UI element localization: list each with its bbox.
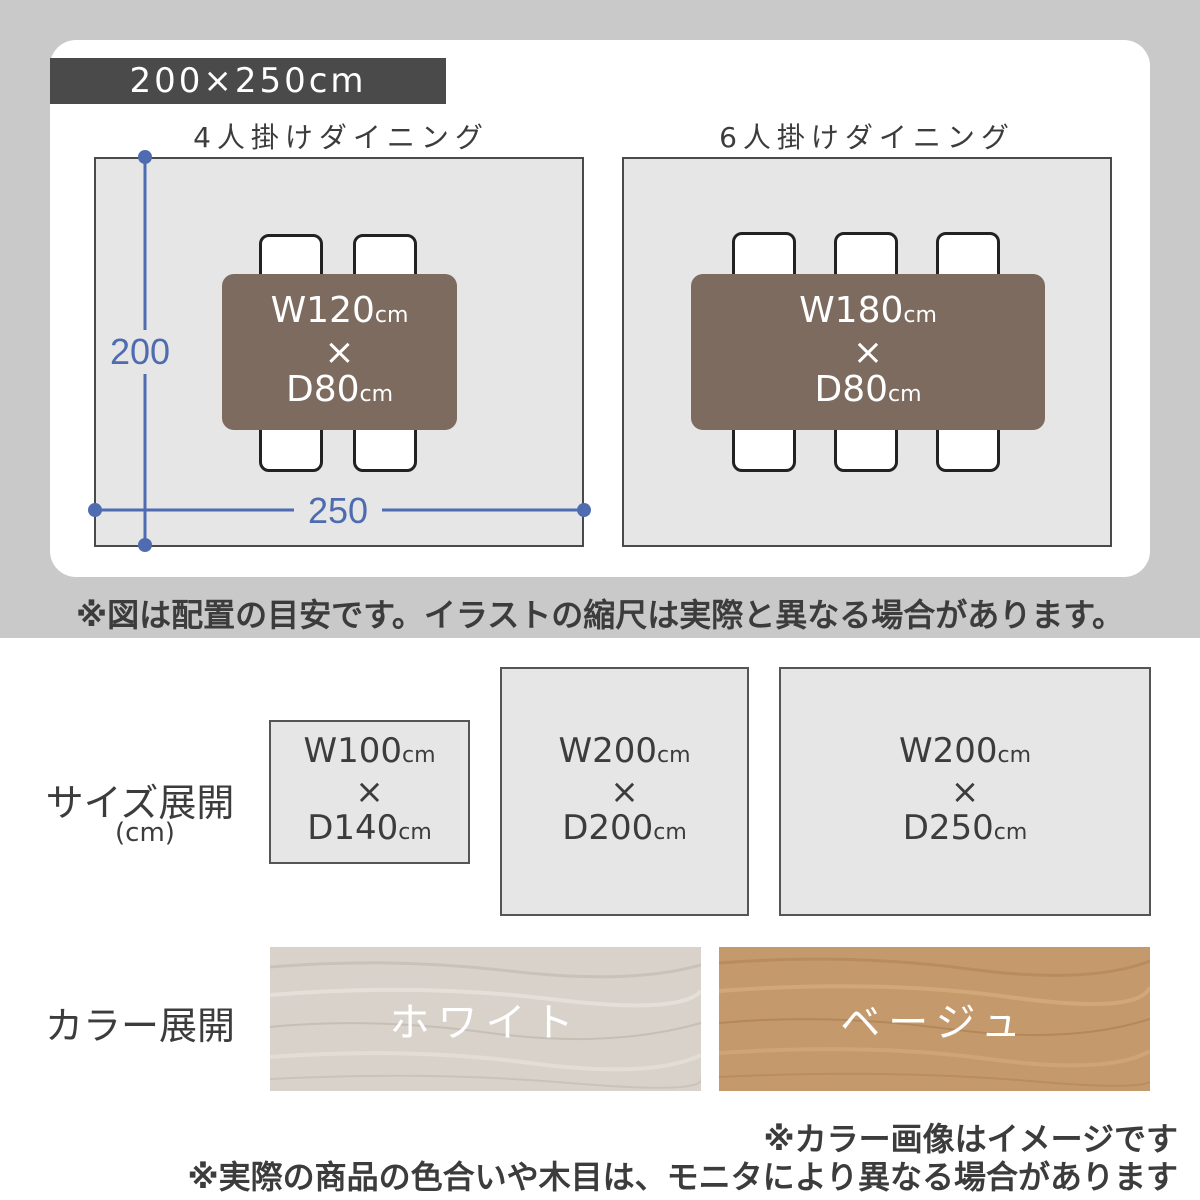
unit: cm: [653, 819, 687, 845]
times-sign: ×: [852, 331, 884, 373]
size-row-label: サイズ展開: [45, 781, 235, 825]
color-swatch-beige: ベージュ: [719, 947, 1150, 1091]
size-label: 200×250cm: [50, 58, 446, 104]
size-option-200x200: W200cm × D200cm: [500, 667, 749, 916]
monitor-color-note: ※実際の商品の色合いや木目は、モニタにより異なる場合があります: [187, 1158, 1178, 1196]
size-width: W200: [898, 730, 998, 771]
layout-title-6-seat: 6人掛けダイニング: [719, 121, 1015, 154]
size-option-200x250: W200cm × D250cm: [779, 667, 1151, 916]
size-row-unit: (cm): [115, 818, 175, 848]
unit: cm: [374, 302, 409, 328]
size-depth: D140: [307, 808, 399, 848]
times-sign: ×: [610, 771, 639, 812]
dimension-lines: [88, 150, 591, 552]
times-sign: ×: [950, 771, 980, 812]
color-name-white: ホワイト: [389, 1000, 582, 1046]
unit: cm: [359, 381, 394, 407]
times-sign: ×: [355, 772, 384, 812]
times-sign: ×: [324, 331, 355, 373]
size-width: W200: [558, 730, 657, 771]
table-width: W180: [799, 289, 904, 331]
unit: cm: [903, 302, 937, 328]
table-depth: D80: [285, 368, 360, 410]
table-depth: D80: [814, 368, 888, 410]
table-width: W120: [270, 289, 375, 331]
color-image-note: ※カラー画像はイメージです: [763, 1120, 1178, 1158]
unit: cm: [398, 820, 432, 845]
color-swatch-white: ホワイト: [270, 947, 701, 1091]
unit: cm: [888, 381, 922, 407]
width-dimension: 250: [307, 490, 369, 531]
color-name-beige: ベージュ: [840, 1000, 1029, 1046]
size-depth: D200: [562, 807, 654, 848]
height-dimension: 200: [109, 331, 171, 372]
unit: cm: [656, 742, 691, 768]
unit: cm: [997, 742, 1032, 768]
dining-table-6-seat: W180cm × D80cm: [691, 274, 1045, 430]
color-row-label: カラー展開: [44, 1004, 235, 1048]
unit: cm: [993, 819, 1028, 845]
size-depth: D250: [902, 807, 994, 848]
size-width: W100: [303, 731, 402, 771]
wood-grain-pattern: [270, 961, 701, 1089]
layout-title-4-seat: 4人掛けダイニング: [193, 121, 489, 154]
wood-grain-pattern: [719, 957, 1150, 1087]
layout-disclaimer: ※図は配置の目安です。イラストの縮尺は実際と異なる場合があります。: [75, 596, 1125, 634]
unit: cm: [401, 743, 436, 768]
size-option-100x140: W100cm × D140cm: [269, 720, 470, 864]
dining-table-4-seat: W120cm × D80cm: [222, 274, 457, 430]
